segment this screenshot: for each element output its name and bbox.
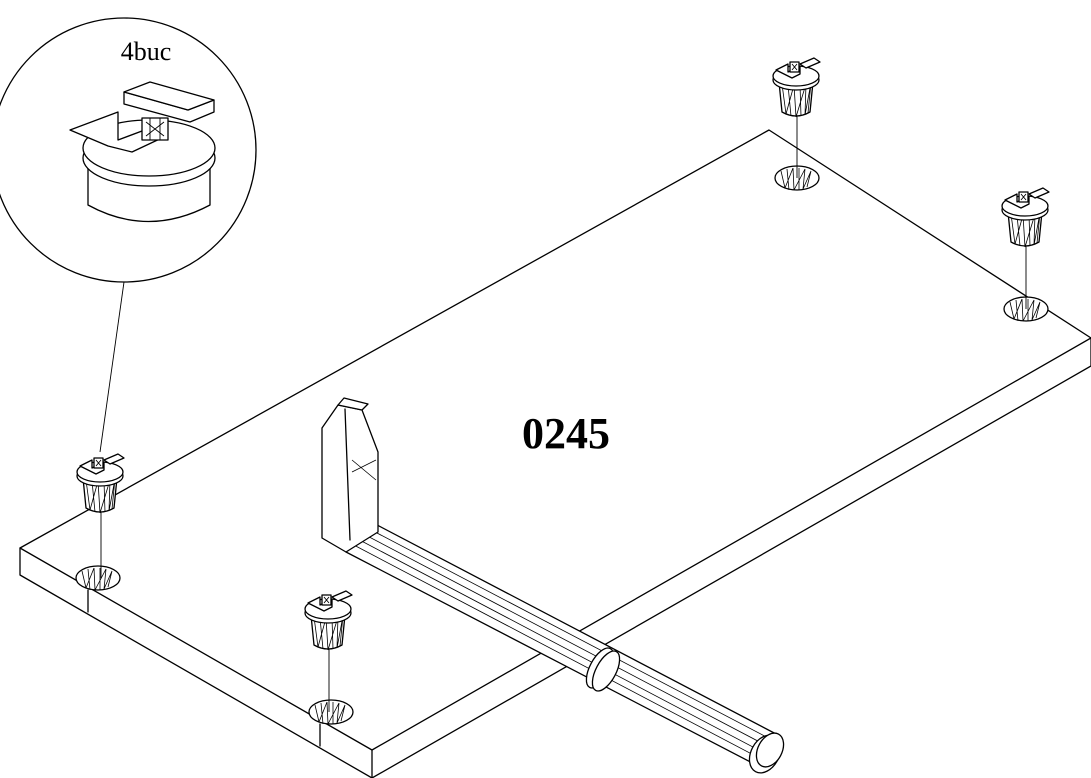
panel-holes: [75, 165, 1049, 747]
cam-lock-insert-top: [772, 57, 821, 118]
cam-lock-insert-right: [1001, 187, 1050, 248]
hole-left: [75, 565, 121, 613]
quantity-label: 4buc: [121, 37, 172, 66]
hammer-tool: [321, 397, 785, 774]
part-number: 0245: [522, 409, 610, 458]
hole-bottom: [308, 699, 354, 747]
panel: [19, 129, 1091, 778]
enlarged-insert: [69, 81, 216, 223]
detail-callout: 4buc: [0, 17, 257, 283]
